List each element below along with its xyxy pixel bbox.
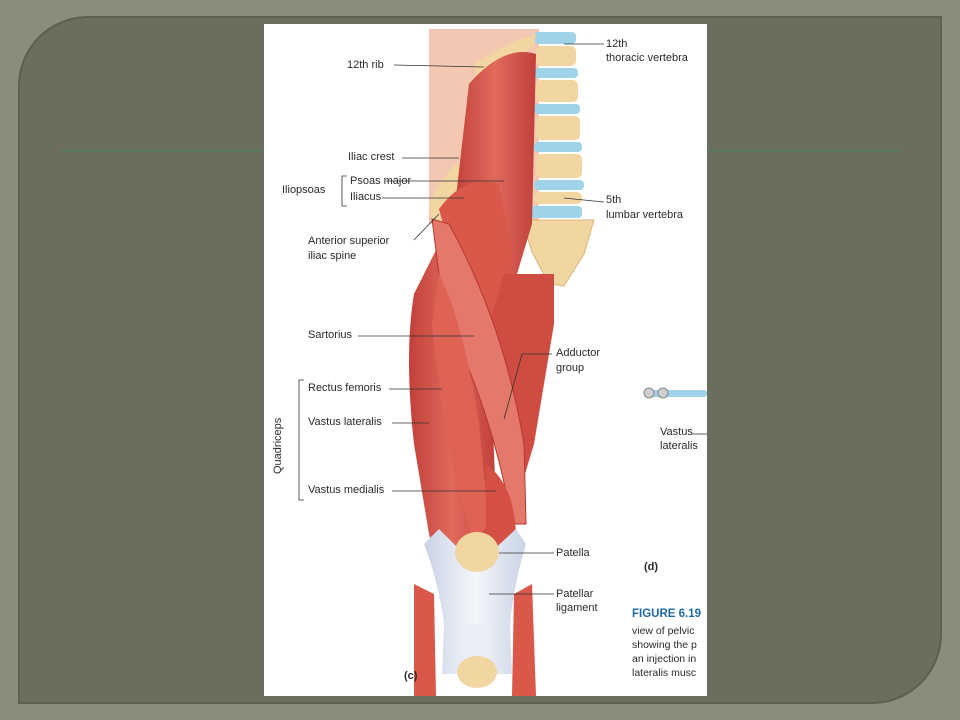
label-patella: Patella xyxy=(556,547,590,559)
lower-leg-left xyxy=(414,584,436,696)
label-quadriceps: Quadriceps xyxy=(272,417,284,474)
leader-lines xyxy=(358,43,707,595)
figure-title: FIGURE 6.19 xyxy=(632,608,702,620)
rectus-femoris-muscle xyxy=(432,274,489,544)
iliacus-muscle xyxy=(439,181,514,334)
label-5th-lumbar-a: 5th xyxy=(606,194,622,206)
label-d-vastus-b: lateralis xyxy=(660,440,698,452)
label-5th-lumbar-b: lumbar vertebra xyxy=(606,209,684,221)
patella-bone xyxy=(455,532,499,572)
label-iliopsoas: Iliopsoas xyxy=(282,184,326,196)
title-rule-right xyxy=(706,150,902,152)
injection-needle xyxy=(643,387,707,399)
label-12th-thoracic-b: thoracic vertebra xyxy=(606,52,688,64)
sartorius-muscle xyxy=(431,218,527,525)
thigh-illustration xyxy=(298,29,707,696)
figure-caption: view of pelvic showing the p an injectio… xyxy=(632,625,697,679)
label-panel-d: (d) xyxy=(644,561,659,573)
label-vastus-lateralis: Vastus lateralis xyxy=(308,416,382,428)
label-panel-c: (c) xyxy=(404,670,418,682)
title-rule-left xyxy=(62,150,264,152)
label-patellar-b: ligament xyxy=(556,602,598,614)
quadriceps-bracket xyxy=(298,379,304,501)
label-asis-b: iliac spine xyxy=(308,250,357,262)
iliopsoas-bracket xyxy=(341,175,347,207)
label-patellar-a: Patellar xyxy=(556,588,594,600)
label-vastus-medialis: Vastus medialis xyxy=(308,484,385,496)
anatomy-figure: 12th rib 12th thoracic vertebra Iliac cr… xyxy=(264,24,707,696)
tibial-tuberosity xyxy=(457,656,497,688)
label-sartorius: Sartorius xyxy=(308,329,353,341)
label-psoas-major: Psoas major xyxy=(350,175,412,187)
vastus-medialis-muscle xyxy=(486,464,516,554)
knee-tendons xyxy=(424,529,526,674)
label-12th-rib: 12th rib xyxy=(347,59,384,71)
label-d-vastus-a: Vastus xyxy=(660,426,693,438)
lower-leg-right xyxy=(512,584,536,696)
label-iliac-crest: Iliac crest xyxy=(348,151,395,163)
label-adductor-a: Adductor xyxy=(556,347,601,359)
label-iliacus: Iliacus xyxy=(350,191,382,203)
vertebral-column xyxy=(521,32,595,287)
label-rectus-femoris: Rectus femoris xyxy=(308,382,382,394)
label-12th-thoracic-a: 12th xyxy=(606,38,628,50)
label-adductor-b: group xyxy=(556,362,585,374)
label-asis-a: Anterior superior xyxy=(308,235,390,247)
